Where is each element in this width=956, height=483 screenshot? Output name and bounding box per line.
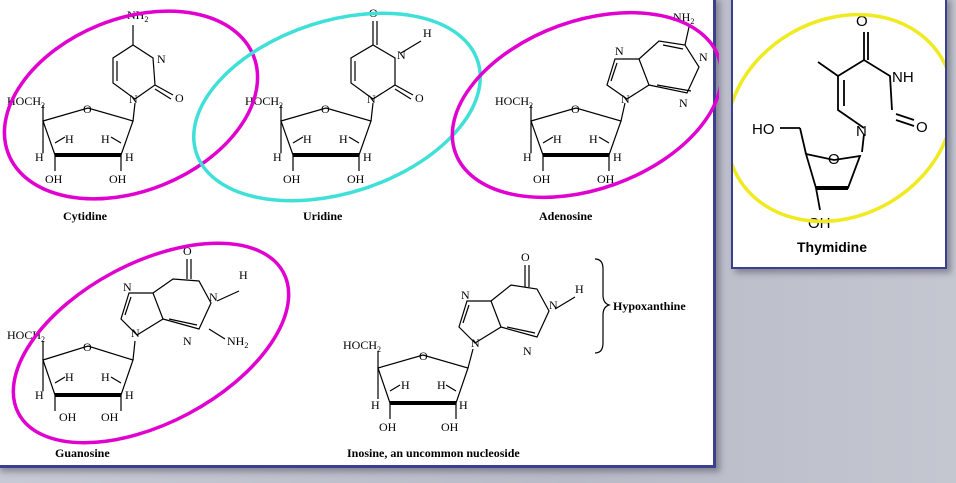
atom-label: O bbox=[856, 13, 868, 30]
guanosine-structure bbox=[42, 259, 240, 411]
highlight-ellipse-guanosine bbox=[11, 241, 291, 445]
atom-label: N bbox=[523, 344, 532, 358]
atom-label: OH bbox=[59, 410, 77, 424]
atom-label: N bbox=[131, 326, 140, 340]
uridine-structure bbox=[280, 21, 422, 171]
atom-label: H bbox=[523, 150, 532, 164]
atom-label: H bbox=[613, 150, 622, 164]
atom-label: H bbox=[553, 132, 562, 146]
highlight-ellipse-uridine bbox=[192, 11, 482, 203]
atom-label: N bbox=[367, 92, 376, 106]
atom-label: H bbox=[401, 378, 410, 392]
atom-label: OH bbox=[101, 410, 119, 424]
cytidine-structure bbox=[42, 25, 174, 171]
atom-label: N bbox=[129, 92, 138, 106]
atom-label: N bbox=[183, 334, 192, 348]
atom-label: O bbox=[571, 102, 580, 116]
atom-label: H bbox=[125, 388, 134, 402]
atom-label: HO bbox=[752, 121, 775, 138]
atom-label: H bbox=[303, 132, 312, 146]
caption-thymidine: Thymidine bbox=[797, 239, 867, 255]
highlight-ellipse-cytidine bbox=[2, 9, 260, 201]
atom-label: N bbox=[856, 123, 867, 140]
atom-label: NH bbox=[892, 69, 914, 86]
atom-label: H bbox=[437, 378, 446, 392]
atom-label: H bbox=[589, 132, 598, 146]
atom-label: O bbox=[321, 102, 330, 116]
atom-label: H bbox=[339, 132, 348, 146]
atom-label: H bbox=[363, 150, 372, 164]
highlight-ellipse-adenosine bbox=[450, 10, 724, 200]
caption-adenosine: Adenosine bbox=[539, 209, 593, 223]
atom-label: O bbox=[175, 91, 184, 105]
atom-label: H bbox=[239, 268, 248, 282]
atom-label: N bbox=[157, 52, 166, 66]
atom-label: H bbox=[65, 132, 74, 146]
caption-uridine: Uridine bbox=[303, 209, 343, 223]
inosine-structure bbox=[377, 258, 611, 419]
atom-label: OH bbox=[347, 172, 365, 186]
atom-label: N bbox=[471, 336, 480, 350]
atom-label: OH bbox=[379, 420, 397, 434]
atom-label: N bbox=[209, 290, 218, 304]
atom-label: O bbox=[521, 250, 530, 264]
nucleoside-diagram: NH2 N N O HOCH2 O H H H H OH OH O H N N … bbox=[2, 6, 724, 460]
atom-label: H bbox=[101, 132, 110, 146]
atom-label: N bbox=[615, 44, 624, 58]
atom-label: H bbox=[575, 282, 584, 296]
thymidine-diagram: O NH N O HO O OH Thymidine bbox=[724, 12, 956, 255]
atom-label: N bbox=[679, 96, 688, 110]
atom-label: OH bbox=[283, 172, 301, 186]
adenosine-structure bbox=[530, 26, 700, 171]
highlight-ellipse-thymidine bbox=[724, 12, 956, 224]
caption-guanosine: Guanosine bbox=[55, 446, 110, 460]
atom-label: N bbox=[549, 298, 558, 312]
atom-label: O bbox=[83, 102, 92, 116]
atom-label: OH bbox=[109, 172, 127, 186]
atom-label: H bbox=[65, 370, 74, 384]
atom-label: O bbox=[916, 119, 928, 136]
cytidine-hoch2: HOCH2 bbox=[7, 94, 45, 110]
atom-label: N bbox=[461, 288, 470, 302]
atom-label: O bbox=[83, 340, 92, 354]
atom-label: H bbox=[101, 370, 110, 384]
atom-label: OH bbox=[597, 172, 615, 186]
inosine-hoch2: HOCH2 bbox=[343, 338, 381, 354]
atom-label: H bbox=[459, 398, 468, 412]
adenosine-hoch2: HOCH2 bbox=[495, 94, 533, 110]
atom-label: H bbox=[35, 388, 44, 402]
atom-label: O bbox=[419, 349, 428, 363]
caption-inosine: Inosine, an uncommon nucleoside bbox=[347, 446, 520, 460]
atom-label: N bbox=[123, 280, 132, 294]
atom-label: N bbox=[699, 50, 708, 64]
caption-hypoxanthine: Hypoxanthine bbox=[613, 299, 686, 313]
atom-label: H bbox=[125, 150, 134, 164]
nucleoside-panel: NH2 N N O HOCH2 O H H H H OH OH O H N N … bbox=[0, 0, 724, 468]
atom-label: O bbox=[183, 244, 192, 258]
atom-label: O bbox=[828, 151, 840, 168]
atom-label: OH bbox=[441, 420, 459, 434]
guanosine-nh2: NH2 bbox=[227, 334, 248, 350]
atom-label: O bbox=[415, 91, 424, 105]
atom-label: H bbox=[371, 398, 380, 412]
atom-label: OH bbox=[45, 172, 63, 186]
thymidine-panel: O NH N O HO O OH Thymidine bbox=[724, 0, 956, 269]
atom-label: N bbox=[621, 92, 630, 106]
atom-label: H bbox=[273, 150, 282, 164]
atom-label: N bbox=[397, 48, 406, 62]
atom-label: H bbox=[423, 26, 432, 40]
atom-label: H bbox=[35, 150, 44, 164]
thymidine-structure bbox=[780, 32, 915, 211]
caption-cytidine: Cytidine bbox=[63, 209, 108, 223]
atom-label: OH bbox=[808, 215, 831, 232]
atom-label: OH bbox=[533, 172, 551, 186]
